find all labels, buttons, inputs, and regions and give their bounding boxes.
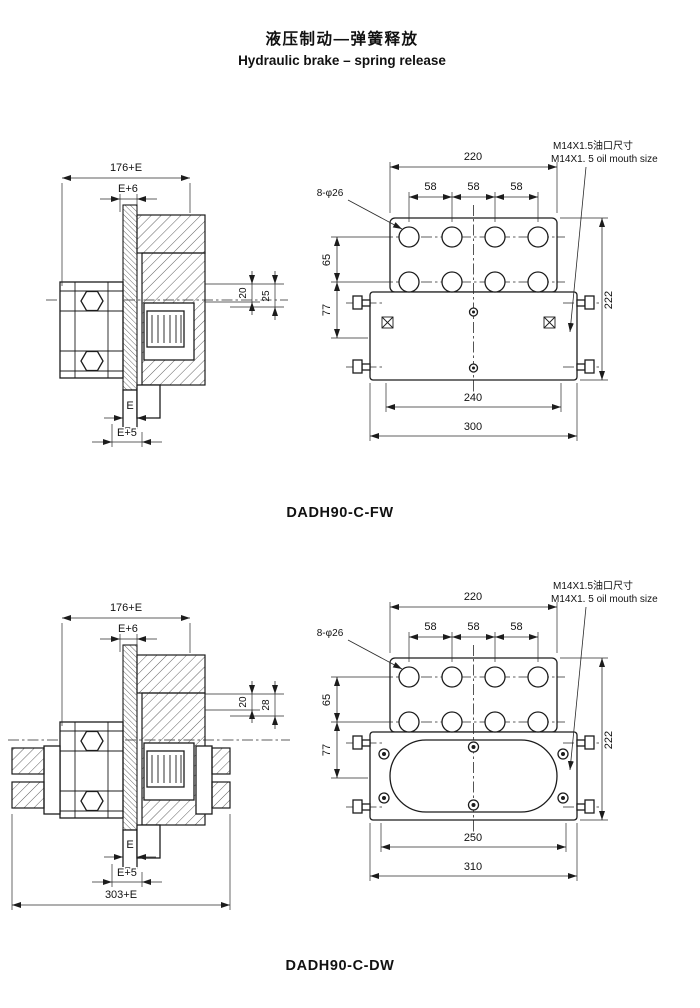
- dw-dim-e6: E+6: [118, 623, 138, 635]
- dw-side-view: 176+E E+6 20 28 E E+5 303+E: [8, 602, 290, 910]
- dw-brake-disc: [122, 644, 138, 831]
- spring-stack: [151, 755, 182, 783]
- fw-bolt-holes: [398, 226, 549, 293]
- dw-model-label: DADH90-C-DW: [286, 958, 395, 974]
- dw-front-view: 220 58 58 58 8-φ26 M14X1.5油口尺寸 M14X1. 5 …: [317, 579, 658, 881]
- dw-dim-28: 28: [261, 699, 272, 711]
- dw-dim-e: E: [126, 839, 133, 851]
- hex-bolt-icon: [80, 290, 104, 312]
- dw-dim-20: 20: [238, 696, 249, 708]
- dw-piston: [146, 750, 185, 788]
- fw-dim-176e: 176+E: [110, 162, 142, 174]
- dw-dim-176e: 176+E: [110, 602, 142, 614]
- fw-brake-disc: [122, 204, 138, 391]
- hex-bolt-icon: [80, 730, 104, 752]
- dw-right-mount-pads: [195, 745, 231, 815]
- spring-stack: [151, 315, 182, 343]
- dw-dim-250: 250: [464, 832, 482, 844]
- fw-oil-port-cn: M14X1.5油口尺寸: [553, 139, 633, 152]
- dw-dim-58c: 58: [510, 621, 522, 633]
- fw-front-view: 220 58 58 58 8-φ26 M14X1.5油口尺寸 M14X1. 5 …: [317, 139, 658, 441]
- fw-piston: [146, 310, 185, 348]
- fw-dim-e6: E+6: [118, 183, 138, 195]
- fw-dim-300: 300: [464, 421, 482, 433]
- fw-dim-25: 25: [261, 290, 272, 302]
- page-title-cn: 液压制动—弹簧释放: [265, 29, 418, 48]
- dw-studs: [352, 735, 595, 814]
- dw-caliper-flange: [136, 654, 206, 694]
- dw-oil-port-en: M14X1. 5 oil mouth size: [551, 594, 658, 605]
- dw-ports: [378, 741, 569, 811]
- fw-dim-20: 20: [238, 287, 249, 299]
- dw-dim-77: 77: [321, 744, 333, 756]
- fw-holes-callout: 8-φ26: [317, 188, 344, 199]
- fw-dim-222: 222: [603, 291, 615, 309]
- dw-dim-310: 310: [464, 861, 482, 873]
- fw-dim-77: 77: [321, 304, 333, 316]
- dw-oil-port-cn: M14X1.5油口尺寸: [553, 579, 633, 592]
- dw-dim-58b: 58: [467, 621, 479, 633]
- fw-dim-65: 65: [321, 254, 333, 266]
- fw-dim-e: E: [126, 400, 133, 412]
- hex-bolt-icon: [80, 790, 104, 812]
- dw-dim-e5: E+5: [117, 867, 137, 879]
- dw-holes-callout: 8-φ26: [317, 628, 344, 639]
- dw-left-mount-pads: [11, 745, 61, 815]
- page-title-en: Hydraulic brake – spring release: [238, 53, 446, 68]
- dw-dim-58a: 58: [424, 621, 436, 633]
- fw-dim-240: 240: [464, 392, 482, 404]
- fw-bolt-marks: [381, 316, 556, 329]
- fw-oil-port-en: M14X1. 5 oil mouth size: [551, 154, 658, 165]
- fw-studs: [352, 295, 595, 374]
- fw-model-label: DADH90-C-FW: [286, 505, 393, 521]
- dw-dim-303e: 303+E: [105, 889, 137, 901]
- dw-dim-220: 220: [464, 591, 482, 603]
- fw-caliper-flange: [136, 214, 206, 254]
- fw-dim-58c: 58: [510, 181, 522, 193]
- dw-dim-222: 222: [603, 731, 615, 749]
- dw-bolt-holes: [398, 666, 549, 733]
- fw-dim-58b: 58: [467, 181, 479, 193]
- fw-dim-220: 220: [464, 151, 482, 163]
- fw-dim-58a: 58: [424, 181, 436, 193]
- fw-dim-e5: E+5: [117, 427, 137, 439]
- fw-side-view: 176+E E+6 20 25 E E+5: [46, 162, 288, 447]
- hex-bolt-icon: [80, 350, 104, 372]
- dw-dim-65: 65: [321, 694, 333, 706]
